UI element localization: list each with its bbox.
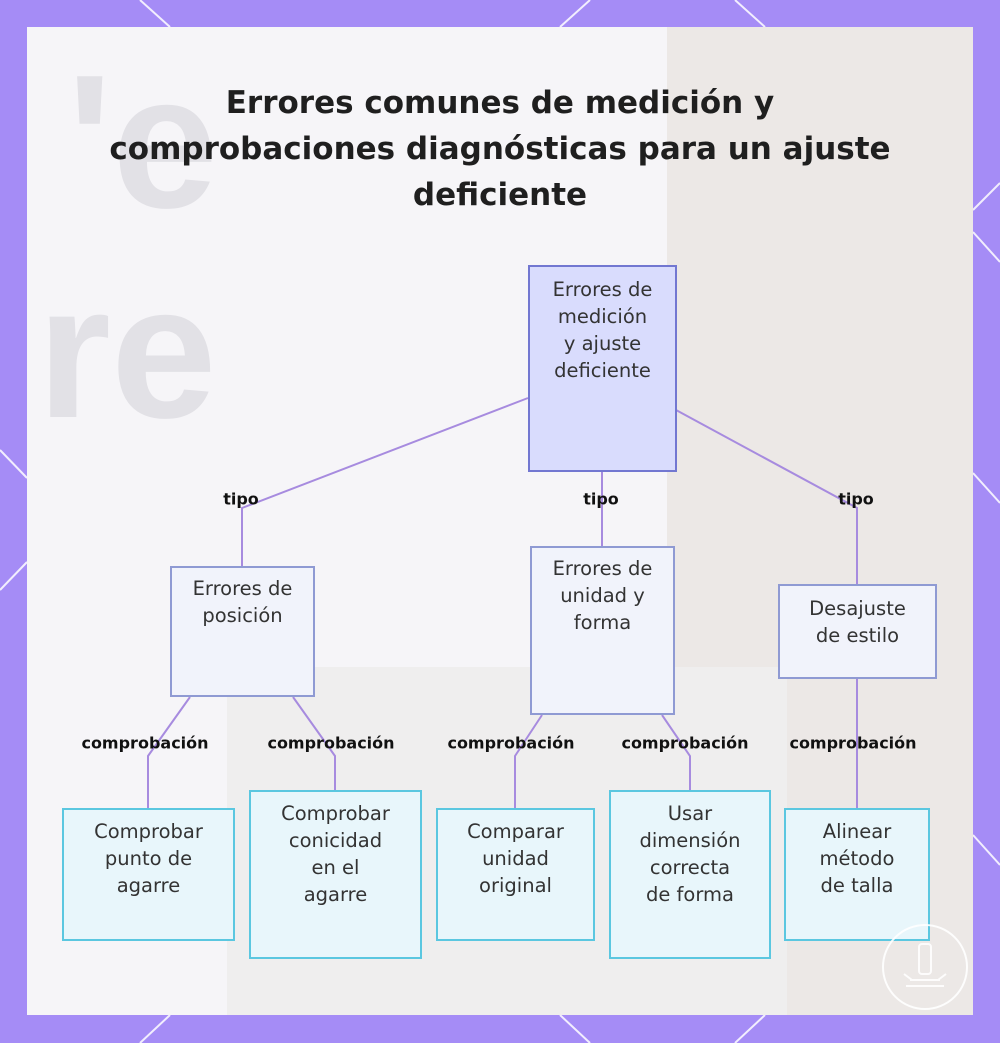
edge-label-tipo: tipo xyxy=(583,490,619,509)
node-label: Comprobar conicidad en el agarre xyxy=(281,800,390,957)
connector xyxy=(515,715,542,808)
type-node-style: Desajuste de estilo xyxy=(778,584,937,679)
connector xyxy=(148,697,190,808)
edge-label-comprobacion: comprobación xyxy=(789,734,916,753)
edge-label-comprobacion: comprobación xyxy=(447,734,574,753)
edge-label-comprobacion: comprobación xyxy=(621,734,748,753)
edge-label-tipo: tipo xyxy=(223,490,259,509)
connector xyxy=(242,398,528,566)
check-node-compare-unit: Comparar unidad original xyxy=(436,808,595,941)
node-label: Comprobar punto de agarre xyxy=(94,818,203,939)
type-node-position: Errores de posición xyxy=(170,566,315,697)
node-label: Alinear método de talla xyxy=(820,818,895,939)
check-node-form-dimension: Usar dimensión correcta de forma xyxy=(609,790,771,959)
check-node-grip-taper: Comprobar conicidad en el agarre xyxy=(249,790,422,959)
node-label: Usar dimensión correcta de forma xyxy=(639,800,740,957)
edge-label-comprobacion: comprobación xyxy=(81,734,208,753)
node-label: Comparar unidad original xyxy=(467,818,564,939)
type-node-unit-form: Errores de unidad y forma xyxy=(530,546,675,715)
check-node-grip-point: Comprobar punto de agarre xyxy=(62,808,235,941)
node-label: Desajuste de estilo xyxy=(809,595,906,677)
lamp-badge-icon xyxy=(880,922,970,1012)
edge-label-tipo: tipo xyxy=(838,490,874,509)
connector xyxy=(676,410,857,584)
root-node: Errores de medición y ajuste deficiente xyxy=(528,265,677,472)
node-label: Errores de posición xyxy=(193,575,293,695)
connector xyxy=(662,715,690,790)
edge-label-comprobacion: comprobación xyxy=(267,734,394,753)
root-node-label: Errores de medición y ajuste deficiente xyxy=(553,276,653,470)
node-label: Errores de unidad y forma xyxy=(553,555,653,713)
